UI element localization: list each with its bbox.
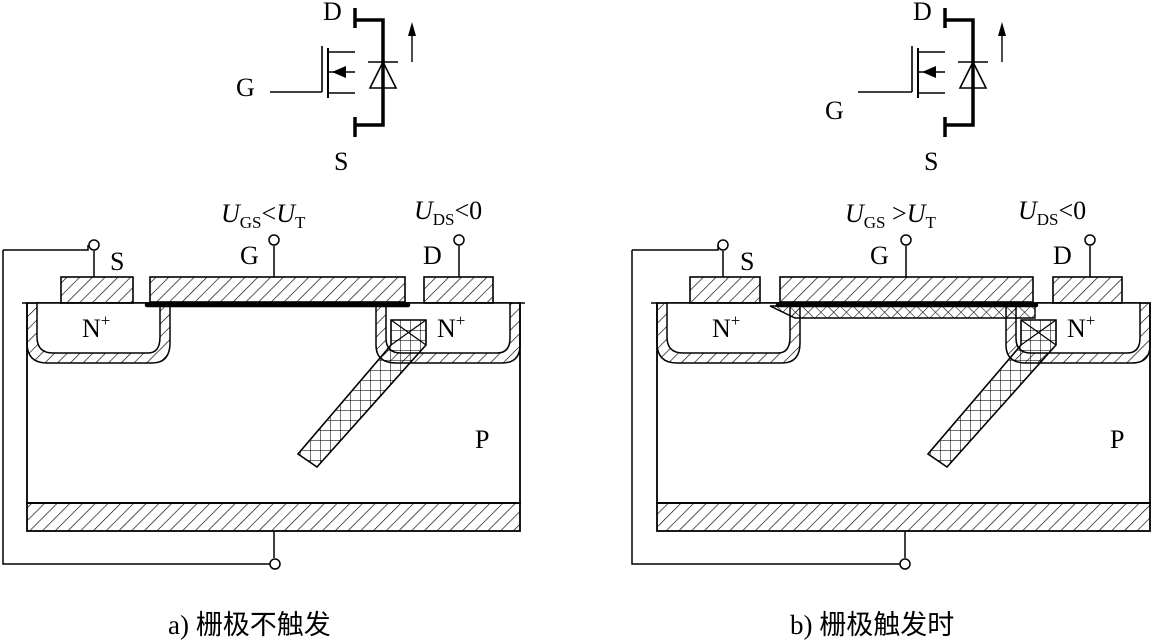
device-structure-b [631,234,1151,570]
current-path-b [926,319,1057,469]
symbol-gate-label: G [825,96,844,125]
gate-electrode-a [149,276,406,303]
symbol-source-label: S [334,147,348,176]
drain-condition: UDS<0 [1018,196,1086,229]
gate-condition: UGS >UT [845,199,936,232]
source-terminal-label: S [110,247,124,276]
symbol-gate-label: G [236,73,255,102]
n-plus-right-label: N+ [437,311,465,343]
drain-electrode-a [423,276,494,304]
caption-a: a) 栅极不触发 [168,610,331,640]
drain-terminal-label: D [423,241,442,270]
caption-b: b) 栅极触发时 [790,610,954,640]
bottom-contact-b [656,502,1151,532]
device-structure-a [2,234,525,570]
symbol-source-label: S [924,147,938,176]
bottom-contact-a [26,502,521,532]
symbol-drain-label: D [913,0,932,26]
gate-condition: UGS<UT [221,199,306,232]
current-path-a [296,319,427,469]
drain-electrode-b [1052,276,1123,304]
symbol-drain-label: D [323,0,342,26]
p-substrate-label: P [1110,425,1124,454]
source-electrode-b [689,276,761,304]
drain-condition: UDS<0 [414,196,482,229]
drain-terminal-label: D [1053,241,1072,270]
n-plus-right-label: N+ [1067,311,1095,343]
inversion-channel-b [769,305,1036,319]
panel-a: D G S UGS<UT UDS<0 [2,0,525,640]
n-plus-left-label: N+ [82,311,110,343]
source-electrode-a [60,276,134,304]
source-terminal-label: S [740,247,754,276]
gate-electrode-b [779,276,1034,303]
mosfet-symbol-a [270,8,416,137]
gate-terminal-label: G [240,241,259,270]
panel-b: D G S UGS >UT UDS<0 [631,0,1151,640]
n-plus-left-label: N+ [712,311,740,343]
p-substrate-label: P [475,425,489,454]
gate-terminal-label: G [870,241,889,270]
mosfet-symbol-b [858,8,1006,137]
